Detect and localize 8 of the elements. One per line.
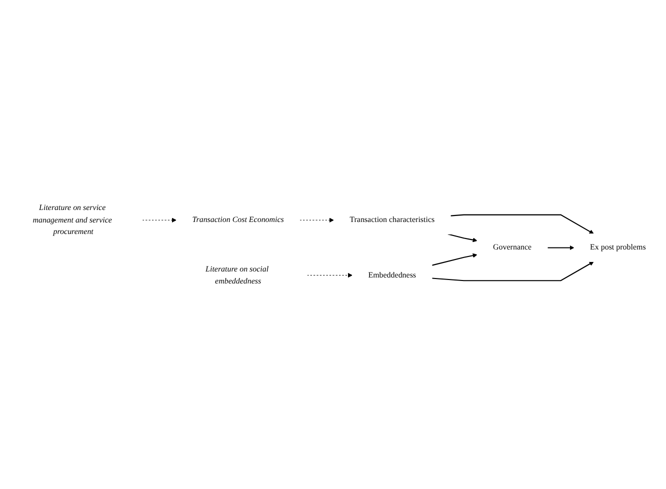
arrow — [142, 218, 176, 222]
arrow — [300, 218, 334, 222]
arrow — [432, 261, 594, 281]
arrow — [548, 245, 574, 250]
arrow — [448, 233, 478, 242]
arrow — [450, 214, 594, 234]
arrow — [306, 272, 352, 278]
arrow — [432, 253, 478, 266]
